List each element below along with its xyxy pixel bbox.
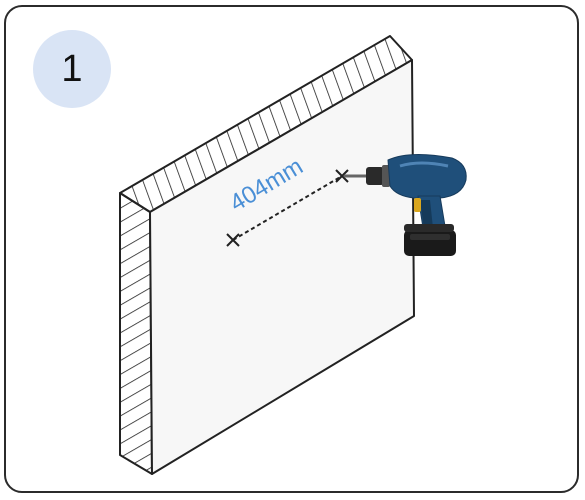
measurement-line bbox=[232, 175, 343, 241]
left-x-mark-icon bbox=[226, 233, 240, 247]
wall-front-face bbox=[149, 59, 415, 475]
step-number: 1 bbox=[61, 47, 83, 90]
step-number-badge: 1 bbox=[33, 30, 111, 108]
right-x-mark-icon bbox=[335, 169, 349, 183]
wall-side-edge bbox=[119, 192, 153, 475]
cordless-drill-icon bbox=[344, 153, 467, 256]
